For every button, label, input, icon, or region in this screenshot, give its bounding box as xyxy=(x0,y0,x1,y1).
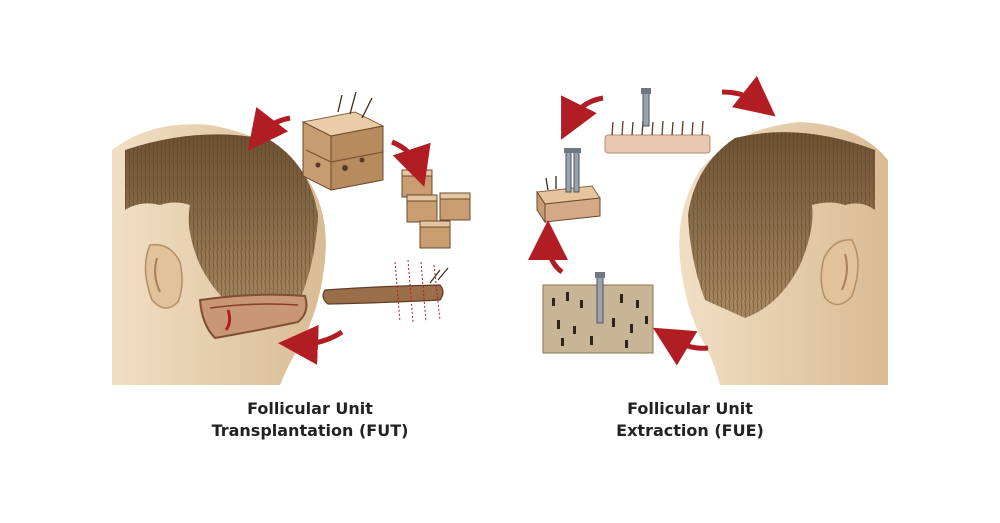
curved-red-arrow-icon xyxy=(528,220,569,275)
graft-cube xyxy=(406,194,438,223)
fue-head xyxy=(679,122,888,385)
curved-red-arrow-icon xyxy=(247,106,291,151)
fut-caption-line2: Transplantation (FUT) xyxy=(211,421,409,440)
graft-cube xyxy=(419,220,451,249)
curved-red-arrow-icon xyxy=(278,324,344,365)
fue-ear-fold xyxy=(841,253,848,291)
fut-ear-fold xyxy=(154,257,161,293)
punch-tool-icon xyxy=(595,272,605,324)
fut-caption: Follicular Unit Transplantation (FUT) xyxy=(180,398,440,442)
fue-ear xyxy=(820,239,859,306)
fut-head xyxy=(112,124,326,386)
curved-red-arrow-icon xyxy=(652,327,709,366)
fut-hair-texture xyxy=(125,134,318,320)
fue-caption: Follicular Unit Extraction (FUE) xyxy=(560,398,820,442)
punch-tool-icon xyxy=(641,88,651,127)
fue-caption-line2: Extraction (FUE) xyxy=(616,421,764,440)
curved-red-arrow-icon xyxy=(561,95,604,140)
fut-strip-edge xyxy=(209,303,299,309)
curved-red-arrow-icon xyxy=(391,139,431,187)
fue-extracted-graft xyxy=(536,148,601,224)
fut-strip-cut xyxy=(224,309,232,331)
fue-caption-line1: Follicular Unit xyxy=(627,399,753,418)
fut-graft-cubes xyxy=(401,169,471,249)
fut-ear xyxy=(144,243,183,309)
curved-red-arrow-icon xyxy=(721,75,776,117)
fut-harvested-strip xyxy=(322,259,449,323)
fut-skin-block xyxy=(301,91,385,191)
graft-cube xyxy=(401,169,433,198)
fue-scalp-closeup xyxy=(542,272,654,354)
fut-caption-line1: Follicular Unit xyxy=(247,399,373,418)
fue-hair-texture xyxy=(688,132,875,318)
graft-cube xyxy=(439,192,471,221)
punch-tool-icon xyxy=(564,148,581,193)
fue-scalp-section xyxy=(604,88,711,154)
